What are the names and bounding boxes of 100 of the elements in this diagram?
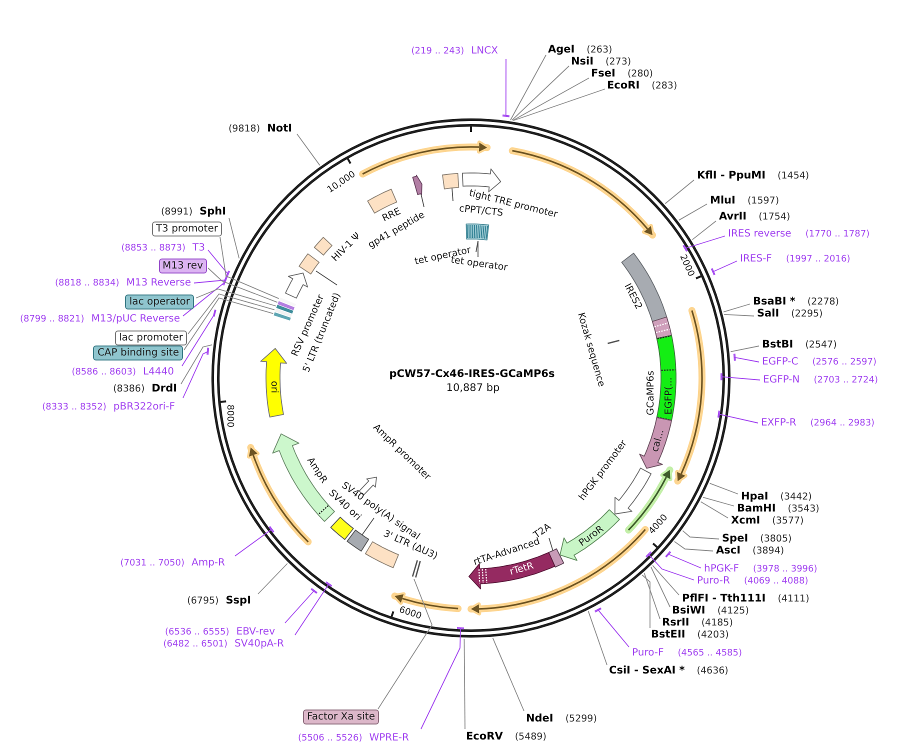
enzyme-name: DrdI <box>152 382 177 395</box>
leader-line <box>512 78 590 121</box>
leader-line <box>650 566 670 608</box>
cut-position: (2278) <box>807 298 839 308</box>
enzyme-name: SalI <box>757 308 780 320</box>
cut-position: (1454) <box>778 172 810 182</box>
cut-position: (283) <box>652 82 678 92</box>
cut-position: (5299) <box>565 714 597 726</box>
enzyme-name: SphI <box>200 206 226 218</box>
primer-leader-line <box>717 410 758 424</box>
cut-position: (3894) <box>752 546 784 558</box>
enzyme-name: SpeI <box>722 532 748 545</box>
leader-line <box>642 574 650 628</box>
enzyme-name: AvrII <box>719 210 747 223</box>
enzyme-name: KflI - PpuMI <box>697 170 766 182</box>
primer-range: (1997 .. 2016) <box>786 254 850 265</box>
cut-position: (1754) <box>758 212 790 224</box>
leader-line <box>709 482 738 494</box>
primer-range: (4069 .. 4088) <box>744 576 808 587</box>
cut-position: (5489) <box>514 732 546 744</box>
primer-name: EXFP-R <box>761 417 796 429</box>
primer-leader-line <box>284 588 318 624</box>
leader-line <box>652 564 680 596</box>
primer-name: Puro-R <box>697 575 730 587</box>
feature-label: cal... <box>650 428 668 454</box>
primer-range: (8586 .. 8603) <box>72 367 136 378</box>
primer-leader-line <box>194 276 228 284</box>
primer-leader-line <box>645 551 694 580</box>
primer-leader-line <box>208 250 230 278</box>
enzyme-name: SspI <box>226 594 251 607</box>
feature-tag: CAP binding site <box>93 346 183 360</box>
cut-position: (8386) <box>113 384 145 396</box>
enzyme-name: BstBI <box>762 338 794 351</box>
tick-label: 2000 <box>677 254 695 278</box>
primer-name: L4440 <box>142 366 174 378</box>
primer-range: (6482 .. 6501) <box>163 639 228 650</box>
cut-position: (9818) <box>228 124 260 136</box>
leader-line <box>184 297 274 350</box>
primer-range: (8853 .. 8873) <box>121 243 186 254</box>
cut-position: (4111) <box>778 594 810 606</box>
enzyme-name: NotI <box>267 122 292 135</box>
enzyme-name: BsaBI * <box>753 296 796 308</box>
enzyme-name: PflFI - Tth111I <box>682 592 766 605</box>
tick-label: 8000 <box>224 404 234 428</box>
primer-name: T3 <box>192 242 205 254</box>
cut-position: (4636) <box>696 666 728 678</box>
leader-line <box>664 180 694 204</box>
cut-position: (2295) <box>791 310 823 320</box>
primer-name: SV40pA-R <box>234 638 284 650</box>
feature-label: cPPT/CTS <box>458 204 504 220</box>
enzyme-name: BstEII <box>651 628 686 641</box>
feature-tag: Factor Xa site <box>302 710 379 724</box>
cut-position: (263) <box>586 46 612 56</box>
primer-range: (8818 .. 8834) <box>54 278 120 289</box>
primer-name: EBV-rev <box>236 626 275 638</box>
primer-leader-line <box>234 526 274 556</box>
primer-range: (8333 .. 8352) <box>42 402 106 413</box>
leader-line <box>644 572 660 620</box>
leader-line <box>682 530 720 540</box>
enzyme-name: MluI <box>710 194 736 207</box>
leader-line <box>180 344 213 384</box>
enzyme-name: AscI <box>716 544 741 557</box>
enzyme-name: HpaI <box>741 490 768 503</box>
primer-leader-line <box>682 236 726 252</box>
leader-line <box>692 220 716 240</box>
enzyme-name: FseI <box>591 68 616 80</box>
primer-leader-line <box>182 347 210 398</box>
leader-line <box>220 236 280 300</box>
feature-tag: M13 rev <box>158 258 207 274</box>
primer-range: (4565 .. 4585) <box>678 648 742 659</box>
primer-leader-line <box>720 372 760 381</box>
primer-leader-line <box>665 550 702 568</box>
enzyme-name: BamHI <box>737 502 776 515</box>
primer-name: hPGK-F <box>704 563 739 575</box>
leader-line <box>196 288 276 306</box>
primer-name: Amp-R <box>192 557 225 569</box>
primer-name: EGFP-N <box>763 374 800 386</box>
leader-line <box>316 270 338 286</box>
primer-range: (5506 .. 5526) <box>298 733 362 744</box>
primer-name: LNCX <box>471 45 498 57</box>
primer-name: EGFP-C <box>762 356 798 368</box>
cut-position: (280) <box>627 70 653 80</box>
cut-position: (4125) <box>717 606 749 618</box>
primer-name: WPRE-R <box>369 732 409 744</box>
enzyme-name: RsrII <box>662 616 690 629</box>
enzyme-name: NdeI <box>526 712 554 725</box>
primer-range: (219 .. 243) <box>411 46 464 57</box>
leader-line <box>702 496 734 506</box>
feature-tag: lac operator <box>125 294 194 310</box>
leader-line <box>362 518 374 536</box>
leader-line <box>378 578 432 710</box>
leader-line <box>512 66 570 121</box>
leader-line <box>228 218 240 259</box>
enzyme-name: XcmI <box>731 514 760 527</box>
primer-leader-line <box>594 607 630 648</box>
leader-line <box>588 610 608 666</box>
leader-line <box>730 346 760 352</box>
enzyme-name: EcoRV <box>466 730 503 743</box>
cut-position: (1597) <box>747 196 780 208</box>
enzyme-name: AgeI <box>548 44 575 56</box>
